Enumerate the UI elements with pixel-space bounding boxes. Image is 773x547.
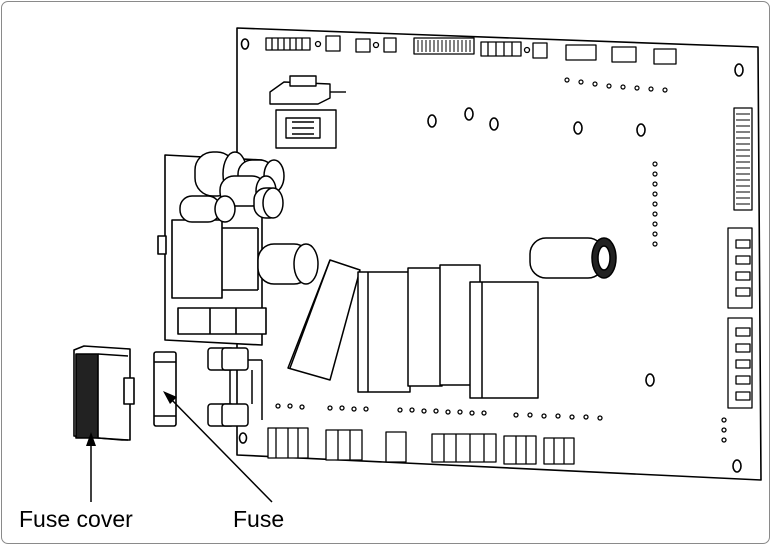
right-connectors: [721, 107, 753, 443]
fuse: [153, 351, 177, 427]
fuse-cover: [73, 345, 135, 441]
fuse-holder: [207, 347, 263, 427]
bottom-connectors: [267, 403, 603, 465]
top-connectors: [265, 35, 677, 65]
relays: [287, 259, 539, 399]
fuse-cover-label: Fuse cover: [19, 506, 133, 532]
via-dots-top: [564, 77, 668, 93]
small-relay-top: [269, 75, 346, 149]
capacitors: [179, 151, 617, 285]
via-dots-column: [652, 161, 658, 247]
fuse-label: Fuse: [233, 506, 285, 532]
callout-leaders: [86, 391, 273, 503]
